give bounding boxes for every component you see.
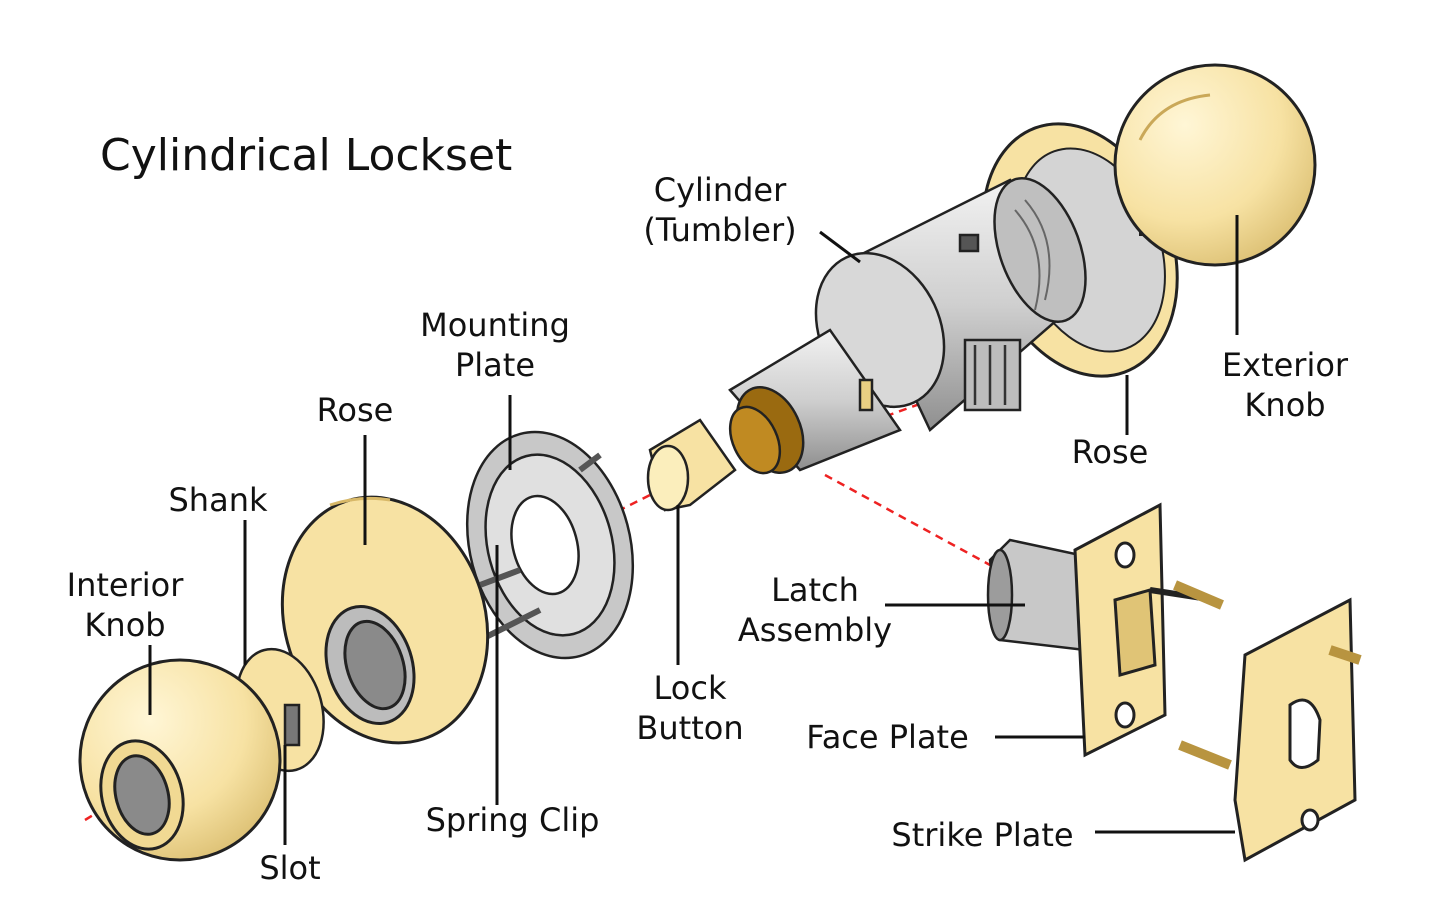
label-mounting-plate-line1: Mounting (420, 306, 570, 344)
label-cylinder: Cylinder (Tumbler) (640, 170, 800, 250)
label-cylinder-line2: (Tumbler) (643, 211, 797, 249)
interior-knob-shape (78, 658, 282, 862)
exterior-knob-shape (1113, 63, 1317, 267)
label-face-plate: Face Plate (806, 718, 969, 756)
strike-plate-shape (1178, 597, 1362, 863)
label-interior-knob: Interior Knob (55, 565, 195, 645)
label-lock-button-line1: Lock (653, 669, 727, 707)
label-shank: Shank (168, 481, 268, 519)
face-plate-shape (1073, 502, 1224, 758)
label-exterior-knob-line2: Knob (1244, 386, 1326, 424)
label-strike-plate: Strike Plate (891, 816, 1074, 854)
label-slot: Slot (259, 849, 321, 887)
label-exterior-knob-line1: Exterior (1221, 346, 1349, 384)
mounting-plate-shape (465, 430, 635, 660)
label-rose-left: Rose (316, 391, 394, 429)
label-mounting-plate: Mounting Plate (410, 305, 580, 385)
label-interior-knob-line2: Knob (84, 606, 166, 644)
diagram-title: Cylindrical Lockset (100, 130, 513, 181)
label-latch-assembly-line2: Assembly (737, 611, 893, 649)
leader-lines (148, 215, 1239, 845)
label-latch-assembly-line1: Latch (771, 571, 859, 609)
label-spring-clip: Spring Clip (425, 801, 600, 839)
interior-rose-shape (280, 495, 490, 745)
label-lock-button-line2: Button (636, 709, 744, 747)
label-interior-knob-line1: Interior (66, 566, 184, 604)
lock-button-shape (646, 418, 737, 512)
label-cylinder-line1: Cylinder (653, 171, 787, 209)
label-rose-right: Rose (1071, 433, 1149, 471)
spindle-shape (728, 328, 902, 475)
label-mounting-plate-line2: Plate (454, 346, 536, 384)
label-lock-button: Lock Button (625, 668, 755, 748)
label-latch-assembly: Latch Assembly (725, 570, 905, 650)
latch-assembly-shape (986, 538, 1087, 652)
label-exterior-knob: Exterior Knob (1210, 345, 1360, 425)
